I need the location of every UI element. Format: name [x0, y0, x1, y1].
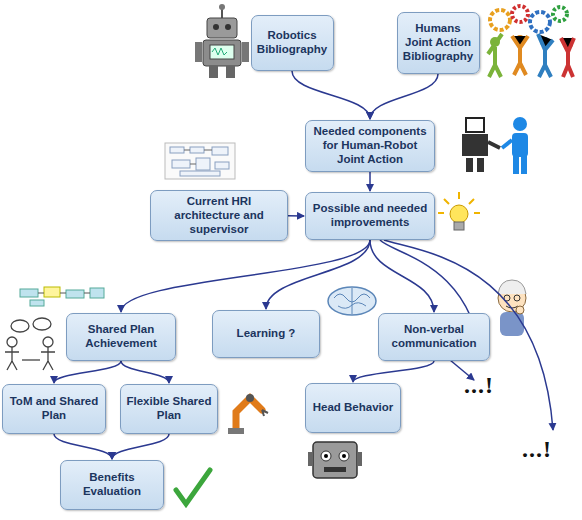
- box-label: Head Behavior: [313, 401, 394, 415]
- box-label: Non-verbal communication: [383, 323, 485, 351]
- process-box: Non-verbal communication: [378, 313, 490, 361]
- architecture-thumbnail: [165, 143, 235, 179]
- box-label: Possible and needed improvements: [310, 202, 430, 230]
- flow-arrow: [369, 172, 371, 191]
- flow-arrow: [54, 361, 121, 383]
- flow-arrow: [112, 434, 169, 459]
- flow-arrow: [121, 240, 370, 312]
- robot-arm-icon: [228, 394, 268, 434]
- box-label: ToM and Shared Plan: [7, 395, 101, 423]
- process-box: Head Behavior: [305, 383, 401, 433]
- plan-thumbnail: [20, 287, 104, 306]
- box-label: Humans Joint Action Bibliography: [402, 22, 475, 63]
- process-box: Humans Joint Action Bibliography: [397, 12, 480, 74]
- flow-arrow: [370, 240, 434, 312]
- process-box: Current HRI architecture and supervisor: [150, 190, 288, 241]
- box-label: Shared Plan Achievement: [71, 323, 171, 351]
- teamwork-gears-icon: [488, 6, 574, 77]
- box-label: Learning ?: [237, 327, 296, 341]
- process-box: Shared Plan Achievement: [66, 313, 176, 361]
- brain-icon: [328, 287, 376, 315]
- process-box: Needed components for Human-Robot Joint …: [305, 120, 435, 172]
- flow-arrow: [288, 215, 304, 217]
- process-box: Robotics Bibliography: [251, 15, 334, 71]
- box-label: Flexible Shared Plan: [125, 395, 213, 423]
- process-box: ToM and Shared Plan: [2, 384, 106, 434]
- robot-head-icon: [308, 442, 362, 478]
- ellipsis-note: ...!: [522, 436, 552, 463]
- robot-icon: [195, 4, 249, 78]
- process-box: Benefits Evaluation: [60, 460, 164, 510]
- sketch-figures-icon: [5, 318, 55, 370]
- process-box: Possible and needed improvements: [305, 192, 435, 240]
- flow-arrow: [353, 361, 434, 382]
- box-label: Benefits Evaluation: [65, 471, 159, 499]
- flow-arrow: [370, 74, 438, 119]
- box-label: Current HRI architecture and supervisor: [155, 195, 283, 236]
- check-mark-icon: [176, 470, 210, 504]
- box-label: Robotics Bibliography: [256, 29, 329, 57]
- lightbulb-icon: [438, 192, 480, 230]
- box-label: Needed components for Human-Robot Joint …: [310, 125, 430, 166]
- robot-human-icon: [462, 117, 528, 174]
- flow-arrow: [292, 71, 370, 119]
- process-box: Flexible Shared Plan: [120, 384, 218, 434]
- flow-arrow: [121, 361, 169, 383]
- flow-arrow: [266, 240, 370, 309]
- ellipsis-note: ...!: [464, 372, 494, 399]
- process-box: Learning ?: [212, 310, 320, 358]
- flow-arrow: [54, 434, 112, 459]
